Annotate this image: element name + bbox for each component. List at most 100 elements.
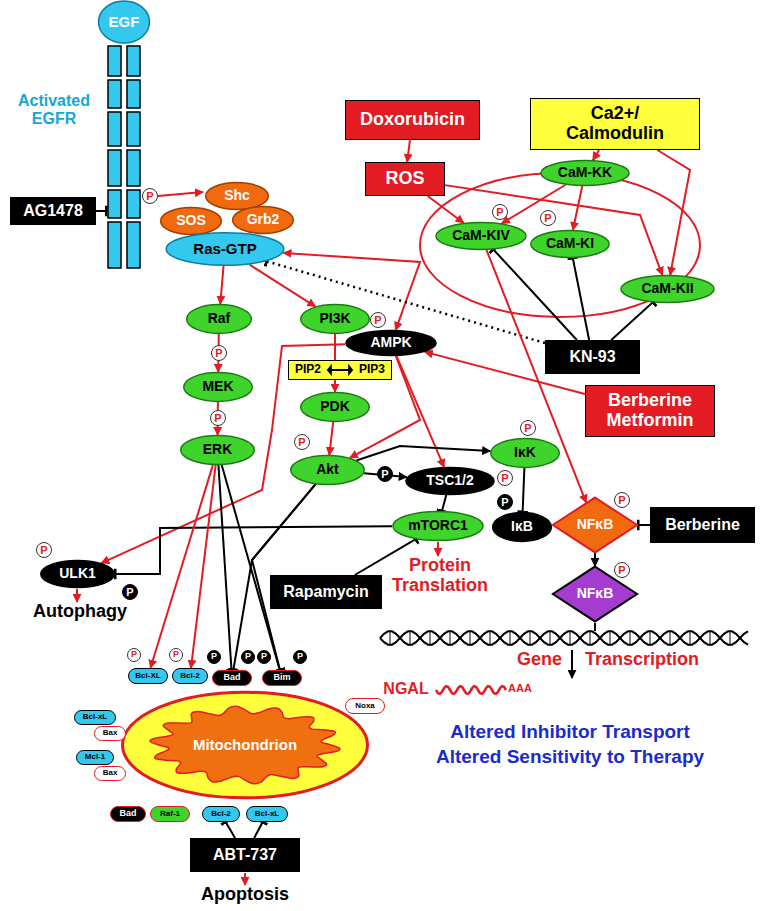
protein-pill: Bcl-XL (128, 668, 168, 684)
protein-pill: Raf-1 (150, 806, 190, 822)
inhibitor-box: Rapamycin (270, 575, 382, 609)
dna-rung (710, 631, 711, 645)
node-text: Bcl-2 (211, 810, 231, 819)
text-holder: Ca2+/ Calmodulin (560, 104, 670, 144)
node-text: NFκB (577, 586, 614, 601)
node-text: Bax (103, 769, 118, 778)
text-holder: AMPK (370, 335, 411, 350)
text-holder: Berberine (665, 516, 740, 534)
text-holder: Rapamycin (283, 583, 368, 601)
node-text: Bad (119, 809, 136, 819)
kinase-ellipse: Akt (290, 455, 365, 485)
phospho-circle: P (520, 420, 536, 436)
activation-arrow (329, 422, 333, 455)
text-holder: Bcl-2 (211, 810, 231, 819)
outcome-label: Apoptosis (170, 885, 320, 905)
polya-label: AAA (508, 682, 548, 694)
node-text: PI3K (319, 311, 350, 326)
node-text: Ras-GTP (193, 241, 256, 258)
phospho-circle: P (169, 648, 183, 662)
phospho-circle: P (36, 542, 52, 558)
activation-arrow (397, 356, 445, 467)
text-holder: CaM-KK (558, 165, 612, 180)
kinase-ellipse: ERK (180, 435, 255, 465)
node-text: IκK (514, 445, 536, 460)
dna-helix (380, 631, 748, 645)
text-holder: Bax (103, 729, 118, 738)
phospho-circle: P (241, 650, 255, 664)
text-holder: ULK1 (59, 566, 96, 581)
text-holder: Ras-GTP (193, 241, 256, 258)
node-text: PIP2 (295, 363, 321, 376)
text-holder: NFκB (577, 517, 614, 532)
adaptor-ellipse: Grb2 (232, 206, 294, 234)
node-text: Bcl-xL (255, 810, 279, 819)
node-text: Bad (223, 673, 240, 683)
node-text: AG1478 (23, 202, 83, 220)
text-holder: Grb2 (247, 212, 280, 227)
node-text: EGF (109, 14, 140, 31)
activation-arrow (593, 150, 599, 160)
text-holder: Bcl-xL (255, 810, 279, 819)
node-text: Bcl-XL (135, 672, 160, 681)
node-text: CaM-KI (546, 236, 594, 251)
dna-arrow (594, 623, 596, 631)
node-text: AMPK (370, 335, 411, 350)
dna-rung (590, 631, 591, 645)
dna-rung (490, 631, 491, 645)
text-holder: SOS (176, 213, 206, 228)
inhibition-line (442, 495, 446, 511)
node-text: PIP3 (359, 363, 385, 376)
node-text: Grb2 (247, 212, 280, 227)
dna-rung (450, 631, 451, 645)
receptor-label: Activated EGFR (8, 92, 100, 127)
text-holder: EGF (109, 14, 140, 31)
protein-pill: Bax (94, 766, 126, 781)
inhibitor-box: ABT-737 (190, 838, 300, 872)
text-holder: Bax (103, 769, 118, 778)
kinase-loop (420, 173, 700, 317)
drug-box: ROS (365, 162, 445, 196)
phospho-circle: P (257, 650, 271, 664)
node-text: CaM-KIV (452, 228, 510, 243)
text-holder: Akt (316, 462, 339, 477)
phospho-circle: P (614, 562, 630, 578)
adaptor-ellipse: SOS (160, 207, 222, 235)
node-text: NFκB (577, 517, 614, 532)
node-text: Berberine Metformin (600, 391, 700, 431)
inhibitor-box: KN-93 (545, 340, 640, 374)
activation-arrow (573, 186, 582, 230)
node-text: Ca2+/ Calmodulin (560, 104, 670, 144)
dna-rung (430, 631, 431, 645)
protein-pill: Bcl-2 (202, 806, 240, 822)
node-text: Berberine (665, 516, 740, 534)
text-holder: CaM-KII (641, 281, 693, 296)
activation-arrow (445, 185, 662, 275)
dna-rung (410, 631, 411, 645)
text-holder: Shc (224, 188, 250, 203)
signal-box: Ca2+/ Calmodulin (530, 98, 700, 150)
note-label: Altered Sensitivity to Therapy (380, 747, 760, 768)
inhibition-line (638, 524, 650, 526)
phospho-circle: P (127, 648, 141, 662)
phospho-circle: P (497, 494, 513, 510)
phospho-circle: P (207, 650, 221, 664)
text-holder: Bad (223, 673, 240, 683)
phospho-circle: P (210, 410, 226, 426)
node-text: ROS (385, 169, 424, 189)
node-text: PDK (320, 399, 350, 414)
node-text: ERK (203, 442, 233, 457)
phospho-circle: P (122, 584, 138, 600)
lipid-band: PIP2 PIP3 (288, 360, 392, 380)
text-holder: CaM-KIV (452, 228, 510, 243)
protein-pill: Mcl-1 (76, 750, 114, 765)
text-holder: Raf-1 (160, 810, 180, 819)
protein-pill: Bad (212, 670, 252, 686)
dna-rung (690, 631, 691, 645)
kinase-ellipse: mTORC1 (392, 511, 484, 541)
apoptosis-arrow (244, 873, 246, 885)
translation-arrow (437, 542, 439, 556)
drug-box: Doxorubicin (345, 100, 480, 140)
inhibitor-bar (96, 210, 106, 212)
